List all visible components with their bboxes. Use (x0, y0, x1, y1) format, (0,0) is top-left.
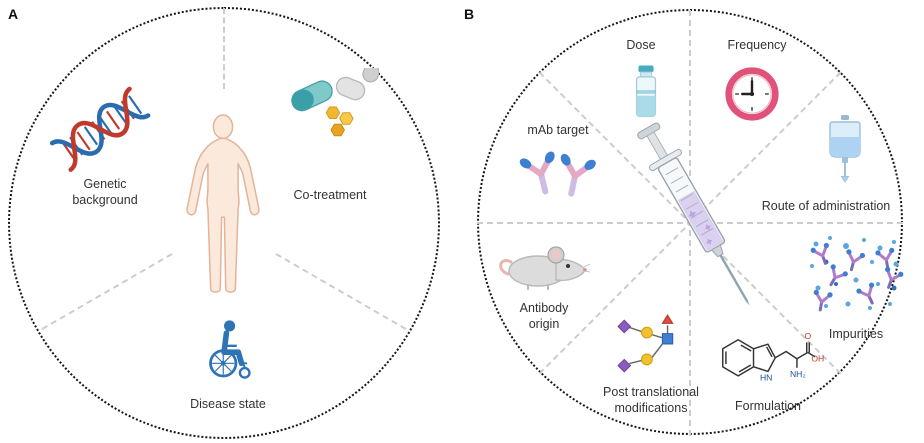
panel-b-letter: B (464, 6, 475, 22)
atom-label-hn: HN (760, 372, 772, 382)
syringe-icon (618, 110, 779, 326)
dna-icon (48, 82, 156, 174)
chemical-structure-icon: O OH NH₂ HN (710, 318, 826, 394)
sector-label-post-translational-modifications: Post translational modifications (603, 385, 699, 416)
wheelchair-icon (197, 314, 259, 384)
atom-label-oh: OH (811, 353, 824, 363)
mouse-icon (498, 238, 590, 290)
sector-label-antibody-origin: Antibody origin (519, 301, 569, 332)
sector-label-disease-state: Disease state (190, 397, 266, 411)
iv-bag-icon (823, 114, 867, 184)
panel-a-letter: A (8, 6, 19, 22)
sector-label-co-treatment: Co-treatment (293, 188, 367, 202)
sector-label-mab-target: mAb target (527, 123, 589, 137)
panel-a-divider-top (223, 8, 225, 89)
sector-label-dose: Dose (626, 38, 656, 52)
clock-icon (724, 66, 780, 122)
atom-label-nh2: NH₂ (790, 369, 806, 379)
panel-a-circle (8, 7, 440, 439)
sector-label-frequency: Frequency (727, 38, 787, 52)
antibody-scatter-icon (806, 232, 906, 318)
sector-label-route-of-administration: Route of administration (761, 199, 891, 213)
sector-label-impurities: Impurities (828, 327, 884, 341)
capsules-icon (283, 68, 379, 144)
sector-label-formulation: Formulation (735, 399, 801, 413)
glycan-icon (607, 312, 691, 378)
human-body-icon (175, 91, 271, 327)
sector-label-genetic-background: Genetic background (72, 177, 138, 208)
antibody-icon (517, 140, 599, 202)
atom-label-o: O (804, 331, 811, 341)
vial-icon (629, 62, 663, 120)
